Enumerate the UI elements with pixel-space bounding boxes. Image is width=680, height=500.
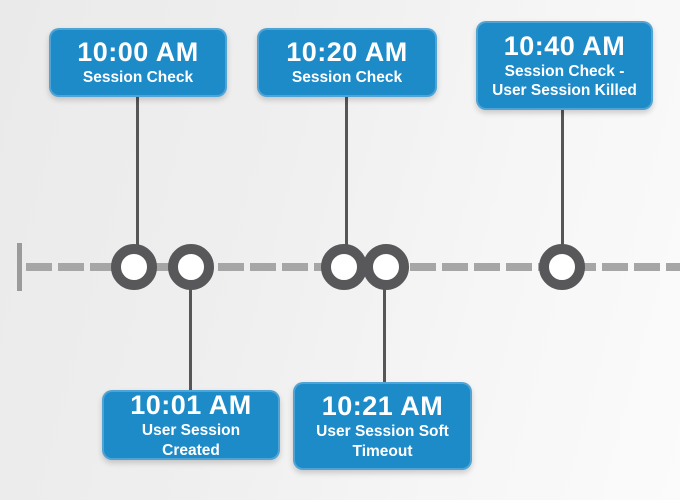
- connector-line: [136, 95, 139, 250]
- event-time: 10:01 AM: [130, 390, 252, 421]
- event-card-1001: 10:01 AM User Session Created: [102, 390, 280, 460]
- event-label: Session Check: [82, 69, 194, 87]
- event-label: Session Check: [291, 69, 403, 87]
- event-card-1000: 10:00 AM Session Check: [49, 28, 227, 97]
- event-card-1040: 10:40 AM Session Check - User Session Ki…: [476, 21, 653, 110]
- event-time: 10:20 AM: [286, 37, 408, 68]
- event-time: 10:21 AM: [321, 391, 444, 421]
- event-label: Session Check - User Session Killed: [492, 62, 637, 100]
- timeline-node-1000: [111, 244, 157, 290]
- timeline-start-tick: [17, 243, 22, 291]
- timeline-node-1001: [168, 244, 214, 290]
- event-card-1020: 10:20 AM Session Check: [257, 28, 437, 97]
- connector-line: [561, 108, 564, 250]
- timeline-node-1021: [363, 244, 409, 290]
- event-card-1021: 10:21 AM User Session Soft Timeout: [293, 382, 472, 470]
- connector-line: [345, 95, 348, 250]
- event-time: 10:40 AM: [503, 30, 626, 61]
- event-label: User Session Created: [141, 422, 241, 459]
- timeline-node-1040: [539, 244, 585, 290]
- connector-line: [189, 285, 192, 392]
- timeline-node-1020: [321, 244, 367, 290]
- event-label: User Session Soft Timeout: [316, 423, 449, 460]
- connector-line: [383, 285, 386, 384]
- event-time: 10:00 AM: [77, 37, 199, 68]
